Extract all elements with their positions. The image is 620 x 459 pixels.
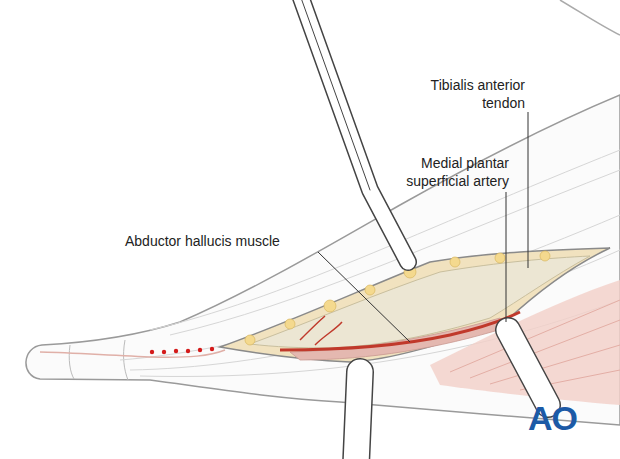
logo-watermark: AO: [528, 400, 608, 436]
nail-line: [40, 350, 225, 357]
part-label: Medial plantar superficial artery: [384, 154, 509, 190]
retractors: [300, 0, 548, 459]
artery-branch: [300, 316, 342, 345]
toe-joint: [69, 345, 74, 379]
part-label: Abductor hallucis muscle: [125, 232, 325, 250]
incision-dots: [150, 347, 214, 354]
leg-outline: [560, 0, 620, 35]
part-label: Tibialis anterior tendon: [405, 76, 525, 112]
foot-outline: [26, 95, 620, 425]
artery: [280, 312, 520, 350]
bone: [250, 256, 590, 348]
leader-lines: [318, 112, 528, 342]
